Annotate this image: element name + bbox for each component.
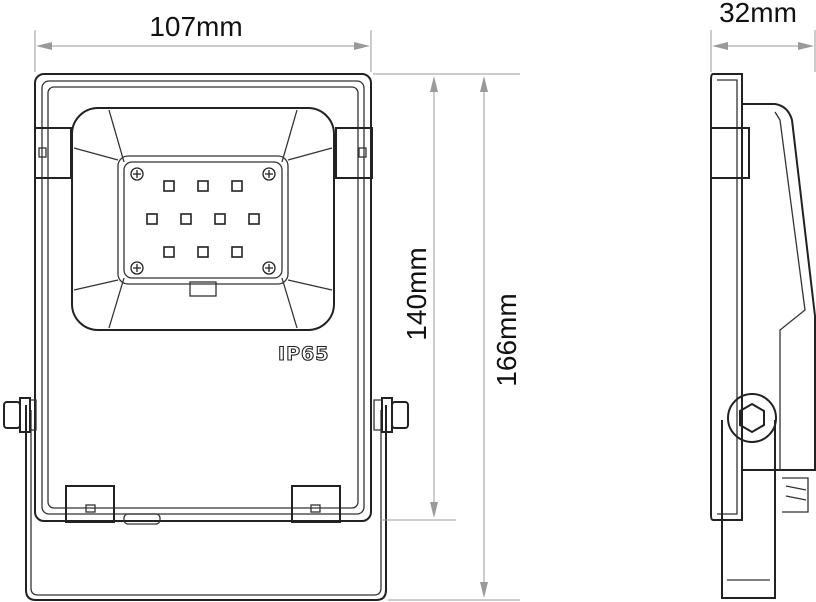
side-pivot-disc <box>727 393 777 443</box>
left-side-clip <box>34 127 72 179</box>
bottom-right-clip <box>291 485 341 523</box>
ip65-marking: IP65 <box>278 343 329 365</box>
left-pivot-bolt <box>3 397 37 433</box>
right-pivot-bolt <box>373 397 409 433</box>
module-screw <box>130 261 144 275</box>
side-housing-front <box>710 73 743 521</box>
side-pivot-nut <box>739 402 765 434</box>
led-chips <box>146 180 260 258</box>
side-view <box>710 73 816 599</box>
led-module-board <box>123 161 283 279</box>
front-view: IP65 <box>3 73 409 601</box>
mounting-bracket <box>25 405 387 601</box>
led-chip <box>197 180 209 192</box>
side-housing-back <box>742 103 816 471</box>
side-bracket <box>721 420 776 599</box>
led-chip <box>231 246 243 258</box>
cable-gland <box>123 513 161 525</box>
housing-inner-rim <box>41 80 365 515</box>
module-screw <box>130 167 144 181</box>
led-chip <box>163 180 175 192</box>
led-chip <box>163 246 175 258</box>
side-cable-gland <box>782 477 809 513</box>
module-screw <box>262 167 276 181</box>
led-chip <box>214 213 226 225</box>
body-height-dimension-label: 140mm <box>401 247 432 340</box>
led-chip <box>146 213 158 225</box>
led-module-outer <box>117 155 289 285</box>
dimension-lines <box>34 30 816 601</box>
depth-dimension-label: 32mm <box>719 0 797 28</box>
led-chip <box>248 213 260 225</box>
bottom-left-clip <box>65 485 115 523</box>
module-screws <box>130 167 276 275</box>
led-chip <box>231 180 243 192</box>
module-tab <box>189 281 217 297</box>
total-height-dimension-label: 166mm <box>491 293 522 386</box>
side-clip <box>710 127 750 179</box>
front-glass <box>47 86 359 509</box>
led-chip <box>197 246 209 258</box>
reflector-facets <box>73 109 333 329</box>
module-screw <box>262 261 276 275</box>
reflector-outline <box>71 107 335 331</box>
housing-outline <box>34 73 372 522</box>
right-side-clip <box>335 127 373 179</box>
width-dimension-label: 107mm <box>149 11 242 42</box>
led-chip <box>180 213 192 225</box>
mounting-bracket-inner <box>30 410 382 596</box>
